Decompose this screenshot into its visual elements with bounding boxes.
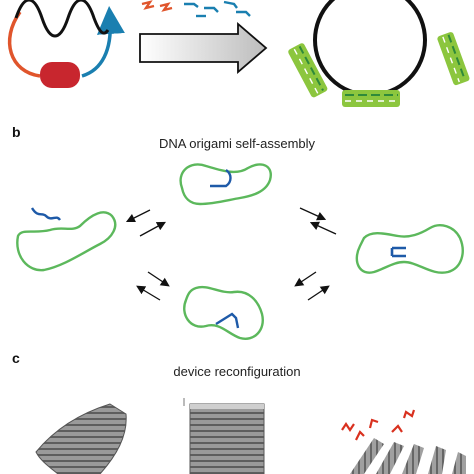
origami-bundle-bottom	[342, 90, 400, 107]
equilibrium-arrows	[125, 207, 337, 301]
process-arrow	[139, 22, 268, 74]
scaffold-circle	[313, 0, 427, 97]
staple-bottom	[215, 312, 240, 329]
splayed-rods	[350, 438, 466, 474]
panel-c-drawing	[35, 398, 466, 474]
straight-rod-bundle-top	[190, 404, 264, 409]
curved-rod-bundle	[35, 403, 127, 474]
free-staple	[30, 207, 61, 221]
panel-c-letter: c	[12, 350, 20, 366]
loop-top	[179, 163, 272, 206]
template-ring-arrow	[81, 6, 125, 78]
straight-rod-bundle	[189, 403, 265, 474]
panel-b-letter: b	[12, 124, 21, 140]
staple-top	[210, 169, 232, 188]
panel-a	[8, 0, 470, 107]
loop-bottom	[183, 285, 264, 340]
panel-b-drawing	[16, 163, 464, 340]
loop-unbound	[16, 211, 117, 272]
panel-b-title: DNA origami self-assembly	[158, 136, 316, 151]
origami-bundle-left	[288, 43, 328, 98]
polymerase-blob	[40, 62, 80, 88]
origami-bundle-right	[437, 32, 470, 86]
loop-bound	[355, 224, 464, 274]
staple-fragments	[141, 0, 251, 18]
sine-wave	[14, 0, 110, 38]
staple-bound	[390, 246, 406, 258]
panel-c-title: device reconfiguration	[173, 364, 301, 379]
released-staples	[341, 409, 416, 441]
template-ring	[8, 10, 41, 78]
